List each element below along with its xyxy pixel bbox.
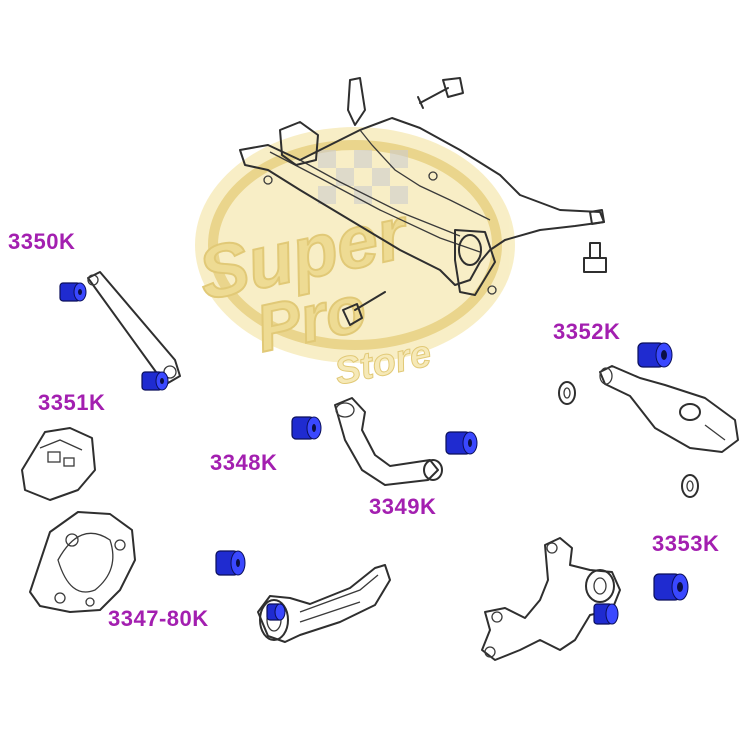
- upper-control-arm: [334, 397, 443, 486]
- lateral-link-upper: [87, 271, 181, 384]
- washer-left: [558, 381, 576, 405]
- subframe-bolt-right: [583, 242, 607, 273]
- washer-right: [681, 474, 699, 498]
- superpro-store-logo: Super Pro Store: [190, 127, 515, 394]
- bushing-3347-80k-loose: [215, 550, 246, 576]
- rear-subframe: [239, 77, 605, 296]
- bushing-3349k: [445, 431, 478, 455]
- diff-cover: [21, 427, 96, 501]
- part-label-3349k: 3349K: [369, 494, 437, 519]
- bushing-3353k: [653, 573, 689, 601]
- diff-housing: [29, 511, 136, 613]
- logo-pro: Pro: [250, 270, 373, 365]
- bushing-knuckle: [593, 603, 619, 625]
- trailing-arm: [257, 564, 391, 643]
- bushing-3350k: [59, 282, 87, 302]
- subframe-bolt-center: [342, 291, 386, 326]
- part-label-3353k: 3353K: [652, 531, 720, 556]
- bushing-3347-80k-fitted: [266, 603, 286, 621]
- part-label-3347-80k: 3347-80K: [108, 606, 209, 631]
- subframe-bolt-top: [417, 77, 464, 109]
- bushing-3352k: [637, 342, 673, 368]
- part-label-3351k: 3351K: [38, 390, 106, 415]
- bushing-3351k: [141, 371, 169, 391]
- rear-knuckle: [481, 537, 621, 661]
- bushing-3348k: [291, 416, 322, 440]
- checkered-flag-icon: [318, 150, 408, 204]
- lower-control-arm: [599, 365, 739, 453]
- part-label-3352k: 3352K: [553, 319, 621, 344]
- part-label-3348k: 3348K: [210, 450, 278, 475]
- part-label-3350k: 3350K: [8, 229, 76, 254]
